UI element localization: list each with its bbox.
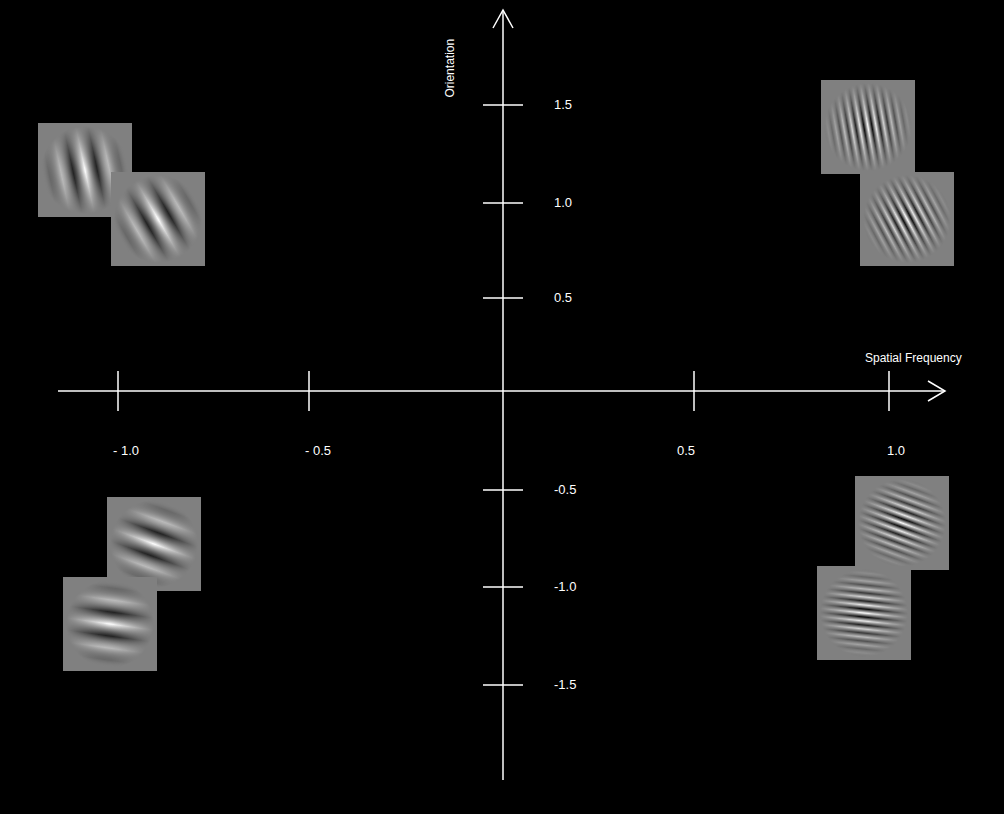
tick-label: 1.0 [887,443,905,459]
axis-title: Orientation [443,39,457,98]
gabor-patch [855,476,949,570]
tick-label: 1.5 [554,97,572,113]
tick-label: - 0.5 [305,443,331,459]
gabor-patch [63,577,157,671]
axis-lines [58,10,945,780]
tick-label: 1.0 [554,195,572,211]
tick-label: - 1.0 [113,443,139,459]
gabor-patch [107,497,201,591]
tick-label: -1.0 [554,579,576,595]
tick-label: 0.5 [677,443,695,459]
gabor-patch [821,80,915,174]
tick-label: -0.5 [554,482,576,498]
gabor-patch [860,172,954,266]
axis-title: Spatial Frequency [865,351,962,365]
tick-label: -1.5 [554,677,576,693]
gabor-patch [817,566,911,660]
tick-label: 0.5 [554,290,572,306]
gabor-patch [111,172,205,266]
